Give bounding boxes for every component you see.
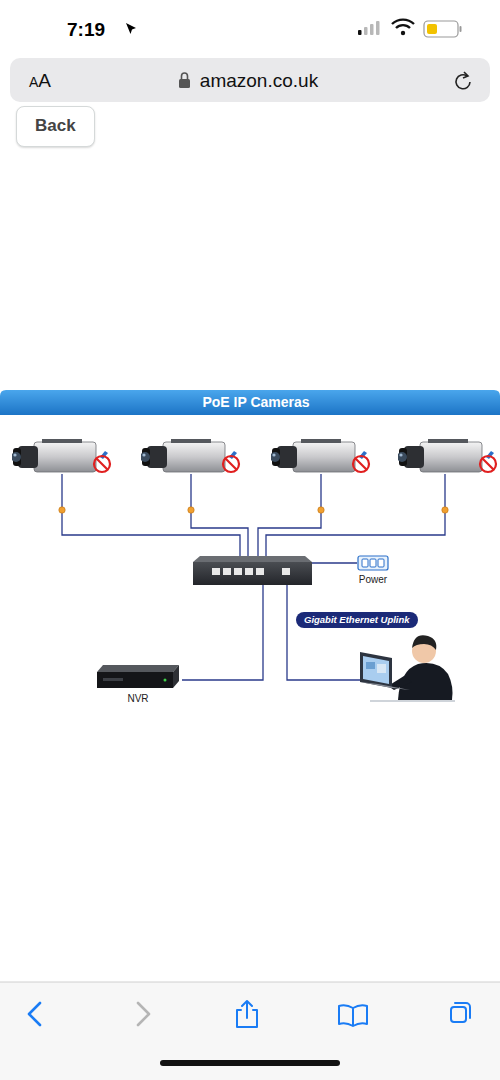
- power-supply: Power: [357, 555, 389, 585]
- toolbar: [0, 982, 500, 1080]
- nvr-recorder: NVR: [95, 664, 181, 704]
- node-label: Power: [359, 574, 387, 585]
- ip-camera: [397, 439, 496, 472]
- reload-icon: [456, 72, 470, 89]
- header-bar: [0, 390, 500, 415]
- power-strip-icon: [357, 555, 389, 571]
- url-text: amazon.co.uk: [200, 71, 318, 92]
- ip-camera: [11, 439, 110, 472]
- uplink-badge: Gigabit Ethernet Uplink: [296, 612, 418, 628]
- ethernet-wires: [62, 474, 445, 680]
- poe-dots: [59, 507, 448, 513]
- status-icons: [126, 20, 462, 37]
- diagram-title: PoE IP Cameras: [202, 395, 309, 410]
- status-time: 7:19: [67, 20, 105, 41]
- toolbar-icons: [29, 1001, 470, 1027]
- node-label: Gigabit Ethernet Uplink: [304, 615, 410, 625]
- text-size-button: AA: [29, 71, 51, 92]
- ip-camera: [140, 439, 239, 472]
- ip-camera: [270, 439, 369, 472]
- url-bar: [10, 58, 490, 102]
- node-label: Back: [35, 117, 76, 136]
- node-label: NVR: [127, 693, 148, 704]
- back-button: Back: [16, 106, 95, 147]
- person-laptop: [360, 635, 455, 702]
- home-indicator: [160, 1060, 340, 1066]
- poe-switch: [193, 556, 312, 585]
- lock-icon: [179, 73, 190, 88]
- nvr-device-icon: [95, 664, 181, 690]
